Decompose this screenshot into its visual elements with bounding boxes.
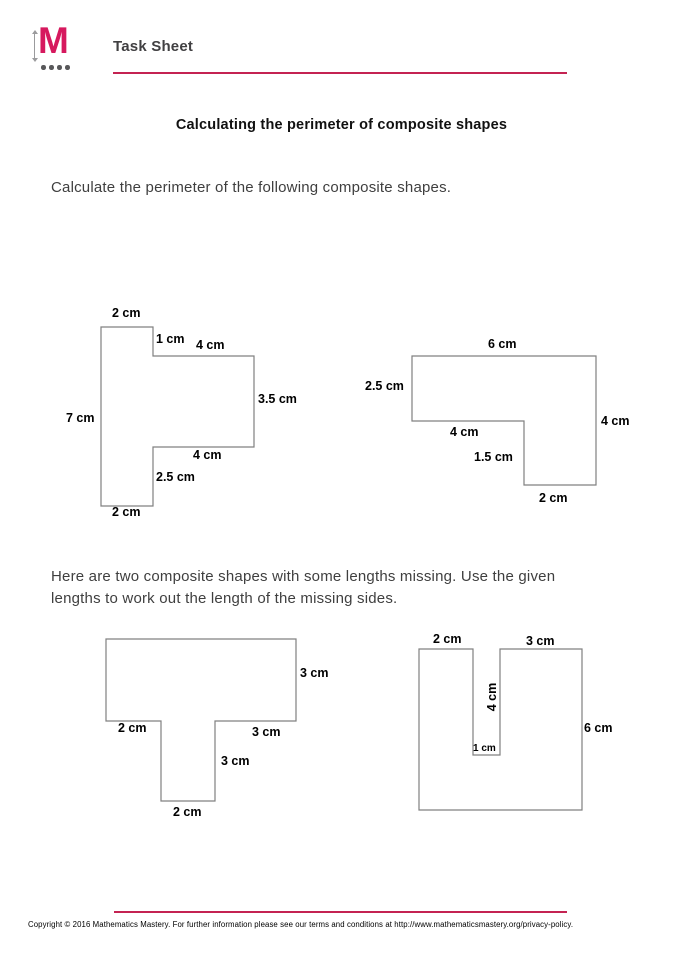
copyright-text: Copyright © 2016 Mathematics Mastery. Fo…	[28, 920, 574, 929]
dim-label-shape3-bottom-left: 2 cm	[118, 721, 147, 735]
dim-label-shape2-bottom: 2 cm	[539, 491, 568, 505]
worksheet-heading: Calculating the perimeter of composite s…	[175, 117, 508, 133]
dim-label-shape1-left: 7 cm	[66, 411, 95, 425]
instruction-text-2: Here are two composite shapes with some …	[51, 566, 555, 610]
dim-label-shape4-top-right: 3 cm	[526, 634, 555, 648]
shape3-outline	[105, 638, 297, 802]
dim-label-shape2-right: 4 cm	[601, 414, 630, 428]
shape2-outline	[411, 355, 597, 486]
dim-label-shape3-bottom-right: 3 cm	[252, 725, 281, 739]
dim-label-shape3-right: 3 cm	[300, 666, 329, 680]
dim-label-shape4-top-left: 2 cm	[433, 632, 462, 646]
header-divider	[113, 72, 567, 74]
dim-label-shape3-stem-right: 3 cm	[221, 754, 250, 768]
instruction-text-2-line2: lengths to work out the length of the mi…	[51, 590, 398, 607]
dim-label-shape2-inner-bottom: 4 cm	[450, 425, 479, 439]
instruction-text-2-line1: Here are two composite shapes with some …	[51, 568, 556, 585]
footer-divider	[114, 911, 567, 913]
dim-label-shape4-right: 6 cm	[584, 721, 613, 735]
mathematics-mastery-logo: M	[30, 20, 76, 76]
logo-dots-icon	[41, 65, 70, 70]
dim-label-shape1-lower-step: 2.5 cm	[156, 470, 195, 484]
dim-label-shape2-left: 2.5 cm	[365, 379, 404, 393]
dim-label-shape1-arm-bottom: 4 cm	[193, 448, 222, 462]
logo-dimension-arrow-icon	[32, 30, 38, 62]
dim-label-shape1-arm-right: 3.5 cm	[258, 392, 297, 406]
logo-m-letter: M	[38, 20, 69, 61]
dim-label-shape1-bottom: 2 cm	[112, 505, 141, 519]
dim-label-shape2-inner-side: 1.5 cm	[474, 450, 513, 464]
shape4-outline	[418, 648, 583, 811]
dim-label-shape1-step: 1 cm	[156, 332, 185, 346]
dim-label-shape4-notch-side: 4 cm	[485, 682, 499, 712]
dim-label-shape2-top: 6 cm	[488, 337, 517, 351]
dim-label-shape1-arm-top: 4 cm	[196, 338, 225, 352]
dim-label-shape1-top: 2 cm	[112, 306, 141, 320]
dim-label-shape4-notch-bottom: 1 cm	[473, 743, 496, 754]
page-title: Task Sheet	[113, 38, 194, 55]
instruction-text-1: Calculate the perimeter of the following…	[51, 179, 452, 196]
dim-label-shape3-stem-bottom: 2 cm	[173, 805, 202, 819]
